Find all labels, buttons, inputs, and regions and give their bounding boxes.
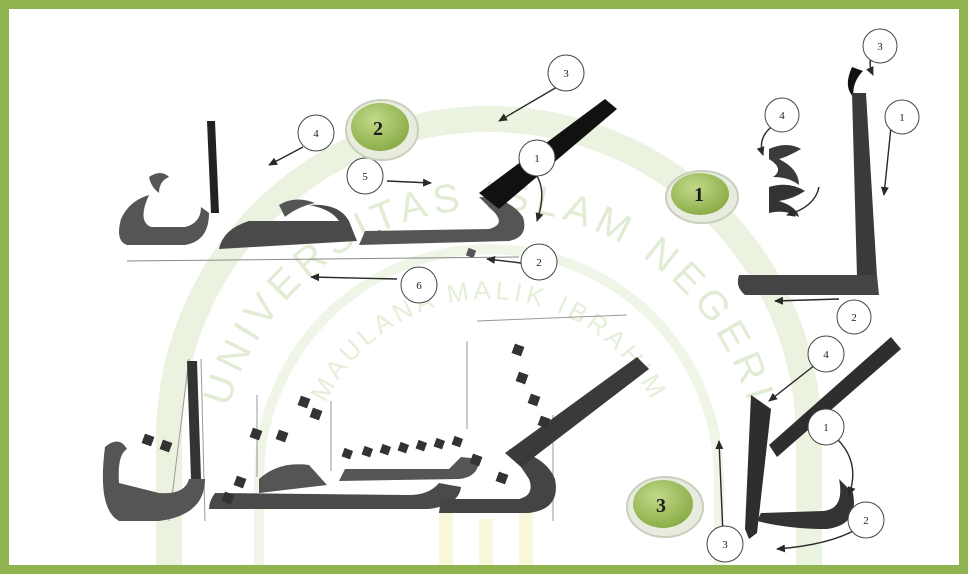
step-label: 4 (313, 128, 319, 140)
svg-text:3: 3 (656, 495, 666, 517)
step-label: 4 (779, 110, 785, 122)
badge-1: 1 (666, 171, 738, 223)
step-label: 2 (863, 515, 869, 527)
step-label: 3 (563, 68, 569, 80)
step-label: 3 (722, 539, 728, 551)
step-label: 5 (362, 171, 368, 183)
step-label: 4 (823, 349, 829, 361)
calligraphy-diagram: UNIVERSITAS ISLAM NEGERI MAULANA MALIK I… (9, 9, 959, 565)
step-label: 3 (877, 41, 883, 53)
badge-3: 3 (627, 477, 703, 537)
step-label: 1 (899, 112, 905, 124)
badge-2: 2 (346, 100, 418, 160)
step-label: 6 (416, 280, 422, 292)
step-label: 2 (851, 312, 857, 324)
svg-text:1: 1 (694, 184, 704, 206)
svg-text:2: 2 (373, 118, 383, 140)
step-label: 1 (534, 153, 540, 165)
step-label: 2 (536, 257, 542, 269)
step-label: 1 (823, 422, 829, 434)
